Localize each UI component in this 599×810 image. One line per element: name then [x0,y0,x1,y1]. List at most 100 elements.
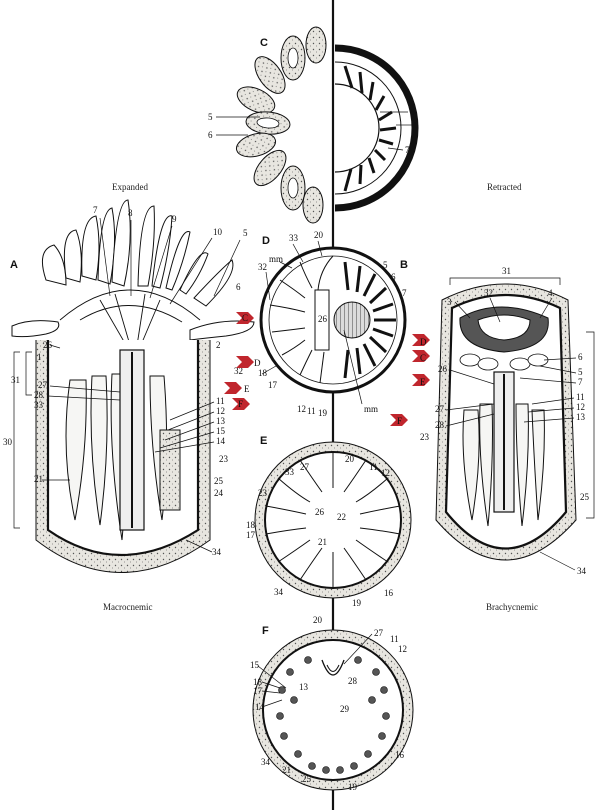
label-f-12: 12 [398,644,407,654]
label-f-25: 25 [302,774,312,784]
label-d-33: 33 [289,233,299,243]
label-f-14: 14 [255,702,265,712]
label-e-27: 27 [300,462,310,472]
caption-brachycnemic: Brachycnemic [486,602,538,612]
label-b-27: 27 [435,404,445,414]
label-b-5: 5 [578,367,583,377]
label-b-6: 6 [578,352,583,362]
label-a-23: 23 [219,454,229,464]
label-d-7: 7 [402,288,407,298]
label-c-6b: 6 [414,120,419,130]
label-e-12: 12 [381,468,390,478]
caption-macrocnemic: Macrocnemic [103,602,152,612]
arrow-left-f: F [232,398,250,410]
label-f-27: 27 [374,628,384,638]
svg-text:E: E [244,384,250,394]
panel-label-f: F [262,625,269,637]
label-b-28: 28 [435,420,445,430]
label-a-27: 27 [38,380,48,390]
label-f-13: 13 [299,682,309,692]
panel-label-d: D [262,235,270,247]
label-f-34: 34 [261,757,271,767]
label-d-19: 19 [318,408,328,418]
panel-label-b: B [400,259,408,271]
label-a-13: 13 [216,416,226,426]
label-b-32: 32 [484,288,493,298]
label-a-8: 8 [128,208,133,218]
svg-text:C: C [420,353,426,363]
label-b-4: 4 [548,288,553,298]
label-d-18: 18 [258,368,268,378]
label-a-31: 31 [11,375,20,385]
label-d-26: 26 [318,314,328,324]
label-a-15: 15 [216,426,226,436]
label-a-6: 6 [236,282,241,292]
panel-label-a: A [10,259,18,271]
label-c-5b: 5 [410,107,415,117]
panel-d: D 33 [258,230,407,418]
label-c-7: 7 [405,145,410,155]
label-f-21: 21 [282,765,291,775]
arrow-right-c: C [412,350,430,363]
label-f-15: 15 [250,660,260,670]
label-c-5a: 5 [208,112,213,122]
label-e-16: 16 [384,588,394,598]
caption-expanded: Expanded [112,182,148,192]
label-e-20: 20 [345,454,355,464]
label-a-33: 33 [34,400,44,410]
label-d-11: 11 [307,406,316,416]
panel-label-e: E [260,435,267,447]
label-f-20: 20 [313,615,323,625]
label-f-11: 11 [390,634,399,644]
label-f-28: 28 [348,676,358,686]
label-b-3: 3 [447,297,452,307]
label-f-16: 16 [395,750,405,760]
label-a-34: 34 [212,547,222,557]
panel-f: F 20 27 11 12 15 28 18 13 17 29 14 34 21… [250,615,413,792]
tentacle-ring-left [233,27,326,223]
label-e-17: 17 [246,530,256,540]
label-a-28: 28 [34,390,44,400]
label-b-34: 34 [577,566,587,576]
label-b-25: 25 [580,492,590,502]
label-d-5: 5 [383,260,388,270]
caption-retracted: Retracted [487,182,522,192]
label-e-33: 33 [285,467,295,477]
label-e-18: 18 [246,520,256,530]
panel-c: C [208,27,419,223]
arrow-right-f: F [390,414,408,426]
svg-text:D: D [254,358,261,368]
label-a-10: 10 [213,227,223,237]
svg-text:F: F [238,399,243,409]
label-d-17: 17 [268,380,278,390]
panel-a: A [3,200,254,573]
label-a-21: 21 [34,474,43,484]
svg-text:D: D [420,337,427,347]
label-a-1: 1 [37,352,42,362]
label-a-7: 7 [93,205,98,215]
label-a-25: 25 [214,476,224,486]
label-e-34: 34 [274,587,284,597]
label-e-21: 21 [318,537,327,547]
arrow-left-e: E [224,382,250,394]
label-e-19: 19 [352,598,362,608]
label-f-19: 19 [348,782,358,792]
label-e-11: 11 [369,462,378,472]
retracted-ring-right [335,48,415,208]
label-a-9: 9 [172,214,177,224]
label-e-26: 26 [315,507,325,517]
arrow-left-d: D [236,356,261,368]
arrow-right-e: E [412,374,430,387]
label-d-20: 20 [314,230,324,240]
panel-b: B 31 3 32 4 6 5 7 26 11 12 13 2 [400,259,594,576]
label-f-29: 29 [340,704,350,714]
label-b-13: 13 [576,412,586,422]
label-b-23: 23 [420,432,430,442]
label-e-22: 22 [337,512,346,522]
label-b-31: 31 [502,266,511,276]
label-a-30: 30 [3,437,13,447]
panel-e: E 33 27 20 11 12 23 26 22 18 17 21 [246,435,411,608]
svg-text:F: F [397,416,402,426]
label-d-6: 6 [391,272,396,282]
